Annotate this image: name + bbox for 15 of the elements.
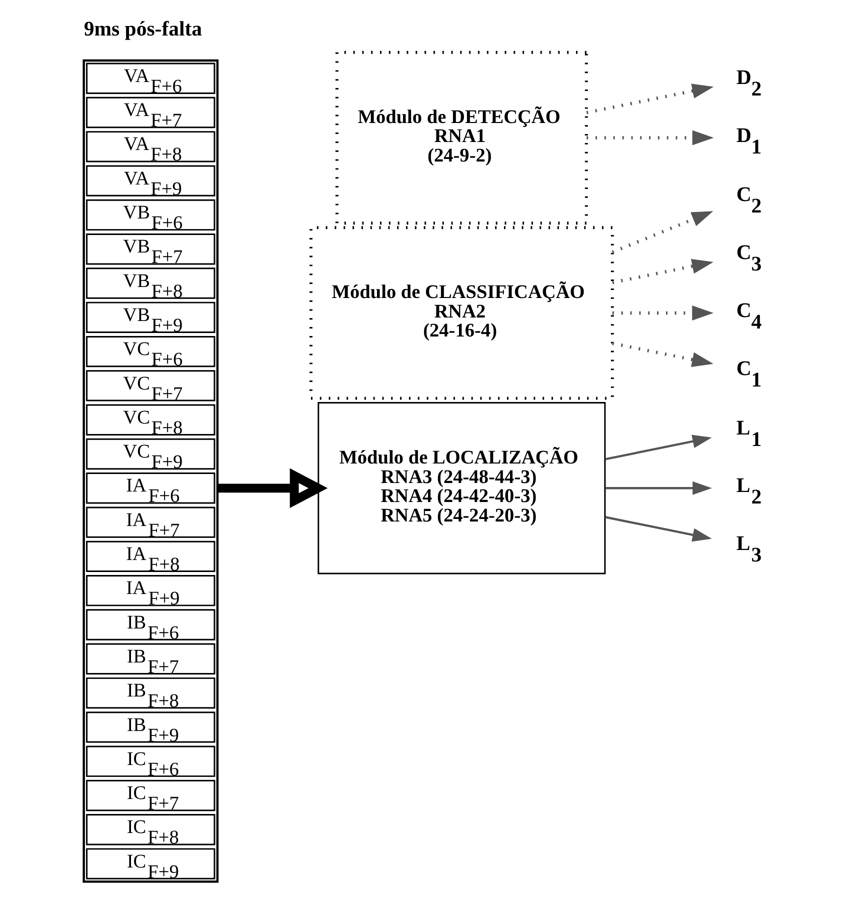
- node-box: Módulo de CLASSIFICAÇÃO RNA2 (24-16-4): [309, 226, 614, 400]
- arrow: [586, 130, 714, 146]
- arrow: [612, 342, 713, 367]
- arrow: [612, 258, 713, 284]
- arrow: [611, 211, 713, 254]
- cluster: [82, 59, 218, 883]
- node-box: Módulo de LOCALIZAÇÃO RNA3 (24-48-44-3) RNA4 (24-42-40-3) RNA5 (24-24-20-3): [317, 402, 606, 574]
- arrow: [604, 516, 712, 542]
- diagram-title: 9ms pós-falta: [83, 18, 202, 41]
- node-box: Módulo de DETECÇÃO RNA1 (24-9-2): [334, 50, 588, 225]
- arrow: [586, 84, 714, 114]
- arrow: [604, 434, 712, 460]
- arrow: [216, 468, 328, 508]
- arrow: [612, 305, 714, 320]
- arrow: [604, 481, 712, 495]
